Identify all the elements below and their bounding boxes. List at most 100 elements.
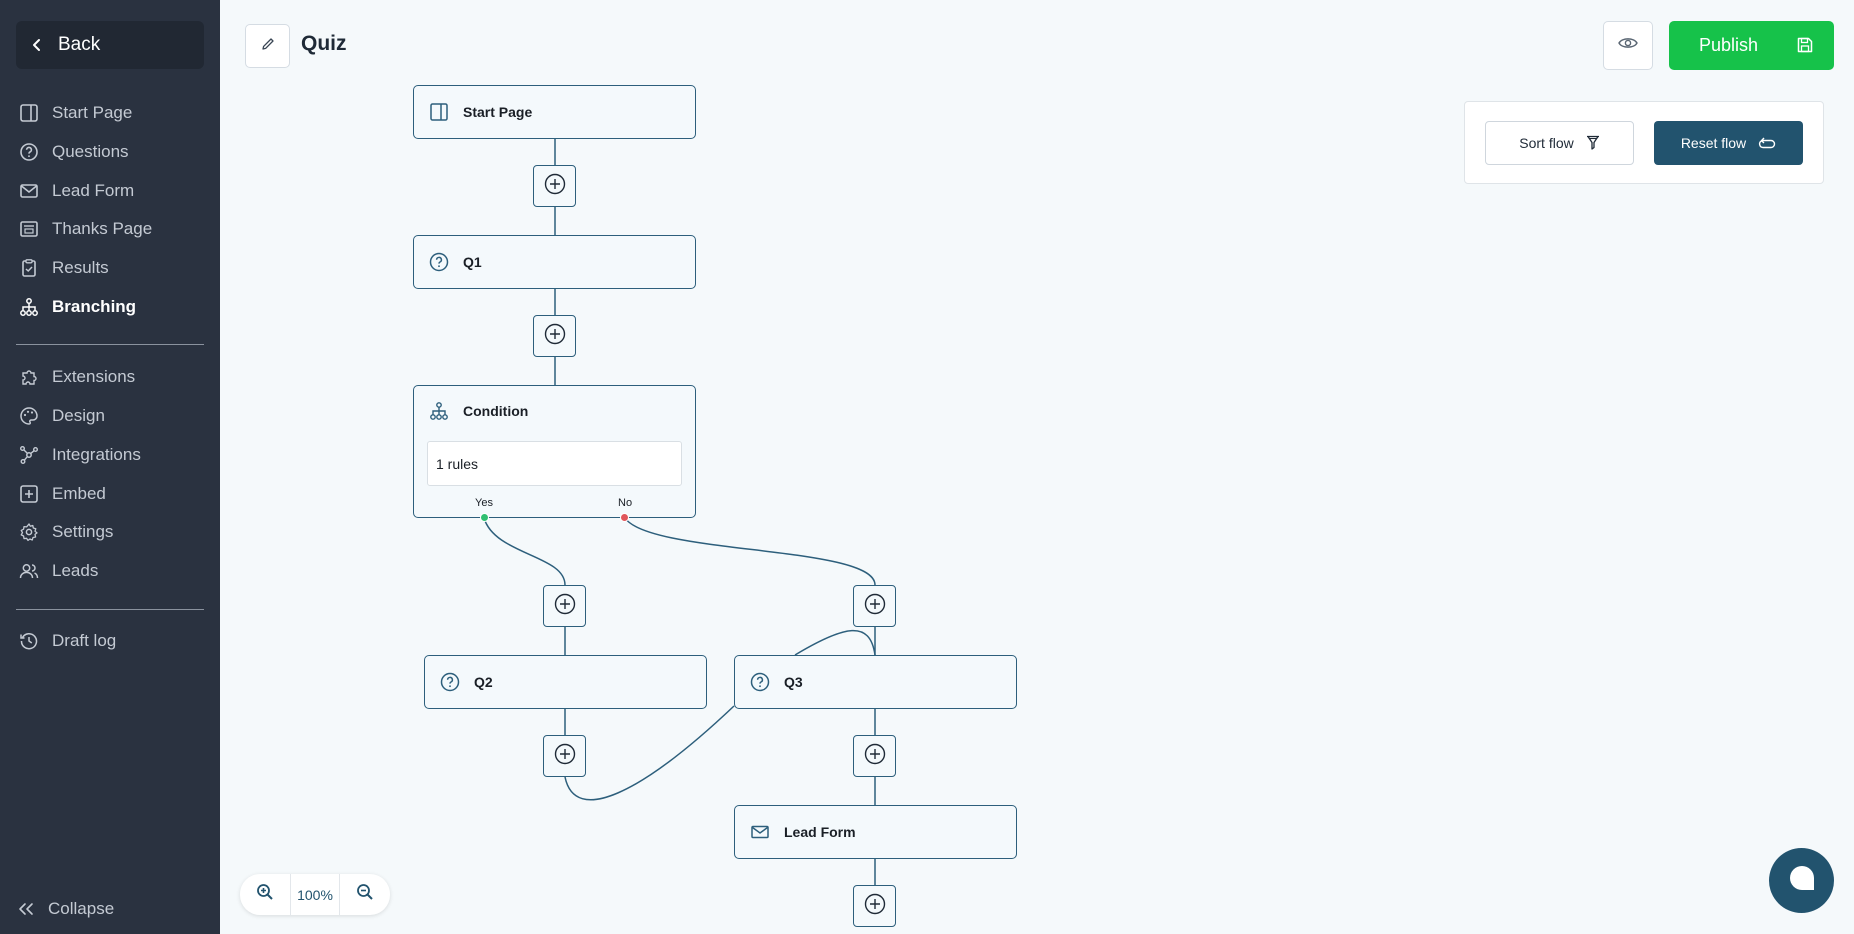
sidebar-item-label: Settings (52, 522, 114, 541)
sidebar-panel-icon (18, 102, 40, 124)
sidebar-item-design[interactable]: Design (18, 402, 105, 430)
sidebar-item-draft-log[interactable]: Draft log (18, 627, 116, 655)
flow-node-q3[interactable]: Q3 (734, 655, 1017, 709)
reset-flow-button[interactable]: Reset flow (1654, 121, 1803, 165)
branching-icon (429, 401, 449, 421)
sidebar-item-start-page[interactable]: Start Page (18, 99, 132, 127)
gear-icon (18, 521, 40, 543)
sidebar-item-label: Embed (52, 484, 106, 503)
sidebar-item-embed[interactable]: Embed (18, 480, 106, 508)
question-circle-icon (440, 672, 460, 692)
add-step-button[interactable] (543, 735, 586, 777)
puzzle-icon (18, 366, 40, 388)
pencil-icon (260, 36, 276, 57)
publish-label: Publish (1699, 35, 1759, 55)
filter-icon (1586, 135, 1600, 151)
zoom-out-button[interactable] (340, 874, 390, 915)
plus-circle-icon (544, 173, 566, 200)
sidebar-item-label: Thanks Page (52, 219, 153, 238)
plus-circle-icon (864, 893, 886, 920)
plus-circle-icon (544, 323, 566, 350)
sidebar-item-label: Extensions (52, 367, 136, 386)
history-icon (18, 630, 40, 652)
sidebar-item-label: Integrations (52, 445, 141, 464)
add-step-button[interactable] (853, 735, 896, 777)
plus-circle-icon (554, 593, 576, 620)
edit-title-button[interactable] (245, 24, 290, 68)
sidebar-item-label: Draft log (52, 631, 117, 650)
chevron-left-icon (32, 38, 42, 52)
connector-q3-loop-back (794, 629, 876, 656)
publish-button[interactable]: Publish (1669, 21, 1834, 70)
connector-no-branch (624, 517, 876, 586)
sort-flow-label: Sort flow (1519, 135, 1574, 151)
preview-button[interactable] (1603, 21, 1653, 70)
page-title: Quiz (301, 32, 347, 55)
clipboard-check-icon (18, 257, 40, 279)
sidebar-item-settings[interactable]: Settings (18, 518, 113, 546)
branching-icon (18, 296, 40, 318)
reset-icon (1758, 136, 1776, 150)
back-button[interactable]: Back (16, 21, 204, 69)
sidebar-item-results[interactable]: Results (18, 254, 109, 282)
question-circle-icon (18, 141, 40, 163)
sidebar-item-extensions[interactable]: Extensions (18, 363, 135, 391)
palette-icon (18, 405, 40, 427)
flow-controls-panel: Sort flow Reset flow (1464, 101, 1824, 184)
sidebar-item-questions[interactable]: Questions (18, 138, 129, 166)
envelope-icon (750, 822, 770, 842)
add-step-button[interactable] (533, 315, 576, 357)
zoom-out-icon (356, 883, 374, 906)
yes-branch-label: Yes (475, 497, 493, 509)
zoom-in-icon (256, 883, 274, 906)
save-icon (1796, 36, 1814, 54)
connector-yes-branch (483, 517, 566, 586)
chat-button[interactable] (1769, 848, 1834, 913)
sidebar-item-branching[interactable]: Branching (18, 293, 136, 321)
collapse-button[interactable]: Collapse (18, 899, 114, 919)
sidebar-item-label: Leads (52, 561, 99, 580)
reset-flow-label: Reset flow (1680, 135, 1747, 151)
sidebar-item-leads[interactable]: Leads (18, 557, 98, 585)
sidebar-item-label: Branching (52, 297, 137, 316)
plus-circle-icon (554, 743, 576, 770)
sidebar-panel-icon (429, 102, 449, 122)
sidebar: Back Start Page Questions Lead Form Than… (0, 0, 220, 934)
zoom-controls: 100% (240, 874, 390, 915)
zoom-level: 100% (290, 874, 340, 915)
add-step-button[interactable] (543, 585, 586, 627)
node-label: Q3 (784, 674, 803, 690)
sidebar-item-thanks-page[interactable]: Thanks Page (18, 215, 152, 243)
flow-node-start-page[interactable]: Start Page (413, 85, 696, 139)
users-icon (18, 560, 40, 582)
no-branch-label: No (618, 497, 633, 509)
add-step-button[interactable] (853, 585, 896, 627)
sidebar-divider (16, 344, 204, 345)
add-step-button[interactable] (853, 885, 896, 927)
sidebar-item-lead-form[interactable]: Lead Form (18, 177, 134, 205)
sidebar-item-label: Results (52, 258, 109, 277)
sidebar-item-integrations[interactable]: Integrations (18, 441, 141, 469)
eye-icon (1618, 36, 1638, 55)
node-label: Lead Form (784, 824, 856, 840)
node-label: Start Page (463, 104, 533, 120)
double-chevron-left-icon (18, 902, 34, 916)
envelope-icon (18, 180, 40, 202)
flow-node-q2[interactable]: Q2 (424, 655, 707, 709)
yes-branch-handle[interactable] (480, 513, 489, 522)
sort-flow-button[interactable]: Sort flow (1485, 121, 1634, 165)
flow-node-condition[interactable]: Condition 1 rules (413, 385, 696, 518)
question-circle-icon (429, 252, 449, 272)
connector-loop-plus-to-q3 (564, 705, 735, 801)
flow-node-lead-form[interactable]: Lead Form (734, 805, 1017, 859)
sidebar-divider (16, 609, 204, 610)
no-branch-handle[interactable] (620, 513, 629, 522)
collapse-label: Collapse (48, 899, 115, 918)
zoom-in-button[interactable] (240, 874, 290, 915)
flow-node-q1[interactable]: Q1 (413, 235, 696, 289)
back-label: Back (58, 34, 101, 55)
node-label: Condition (463, 403, 529, 419)
embed-plus-icon (18, 483, 40, 505)
add-step-button[interactable] (533, 165, 576, 207)
condition-rules-summary[interactable]: 1 rules (427, 441, 682, 486)
